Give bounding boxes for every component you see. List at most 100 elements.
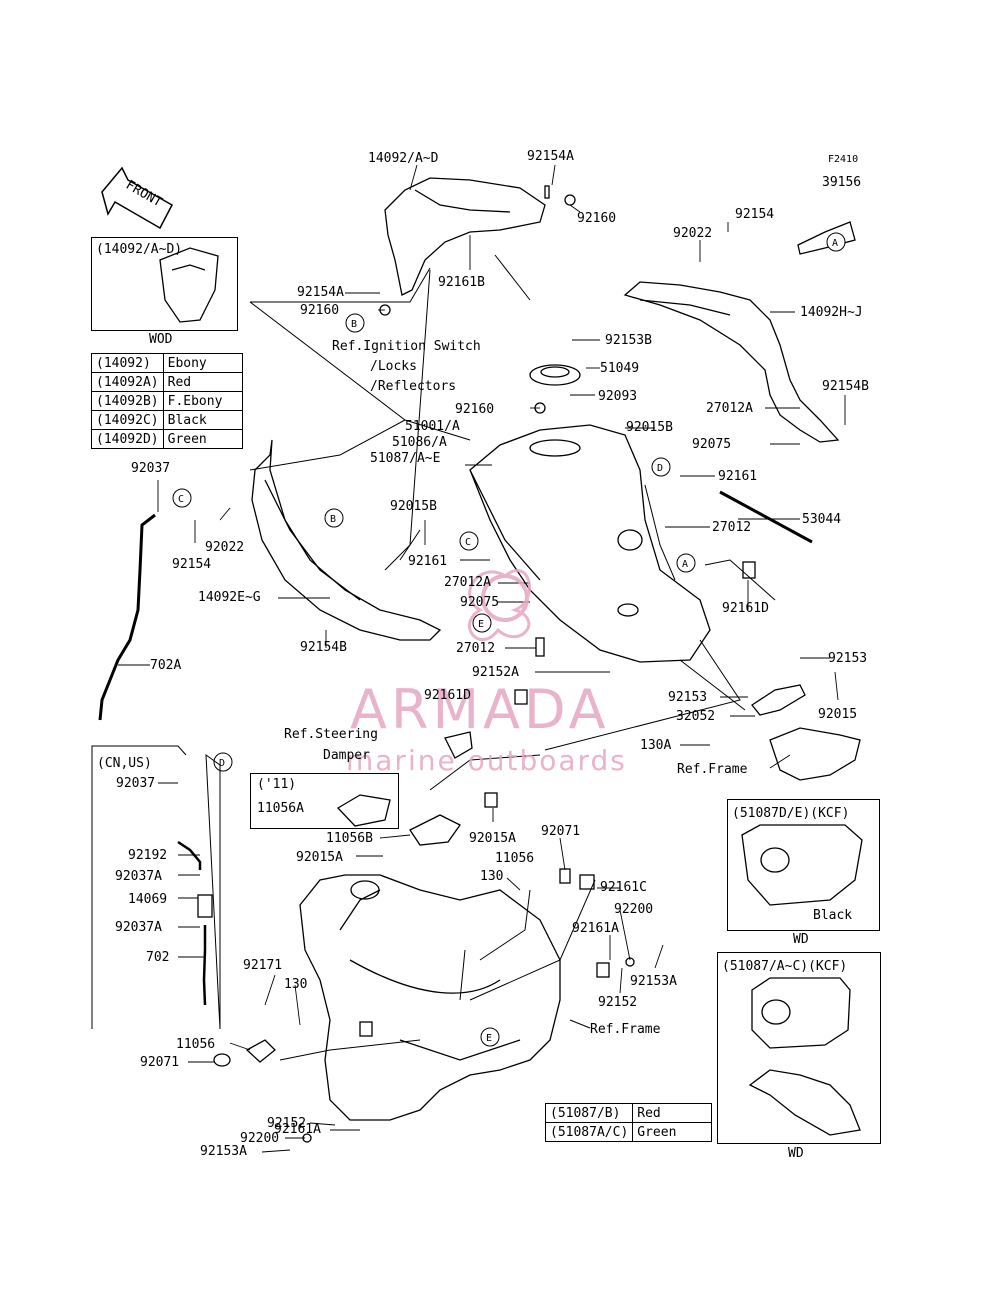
part-label: 92161 xyxy=(718,469,757,484)
part-label: 92154A xyxy=(297,285,344,300)
part-label: 53044 xyxy=(802,512,841,527)
part-label: 92015A xyxy=(296,850,343,865)
part-number-cell: (51087/B) xyxy=(544,1103,634,1123)
inset-cnus-title: (CN,US) xyxy=(97,756,152,771)
inset-kcf-black-caption: Black xyxy=(813,908,853,923)
color-cell: Green xyxy=(632,1122,713,1142)
part-label: 92022 xyxy=(673,226,712,241)
callout-c: C xyxy=(172,488,192,508)
part-label: 14092E~G xyxy=(198,590,261,605)
callout-c: C xyxy=(459,531,479,551)
part-label: 92153 xyxy=(668,690,707,705)
callout-d: D xyxy=(651,457,671,477)
part-label: 92152A xyxy=(472,665,519,680)
callout-d: D xyxy=(213,752,233,772)
part-label: 702A xyxy=(150,658,181,673)
inset-kcf-ac-title: (51087/A~C)(KCF) xyxy=(722,959,848,974)
part-label: 92075 xyxy=(460,595,499,610)
part-label: 11056 xyxy=(176,1037,215,1052)
svg-text:D: D xyxy=(657,463,663,474)
inset-kcf-ac: (51087/A~C)(KCF) xyxy=(717,952,881,1144)
inset-11-title: ('11) xyxy=(257,777,297,792)
part-label: 27012A xyxy=(706,401,753,416)
part-number-cell: (14092) xyxy=(91,353,164,373)
part-label: 92015A xyxy=(469,831,516,846)
svg-text:A: A xyxy=(832,238,838,249)
svg-text:E: E xyxy=(486,1033,492,1044)
color-row: (14092)Ebony xyxy=(91,353,243,373)
callout-b: B xyxy=(345,313,365,333)
part-label: 130A xyxy=(640,738,671,753)
svg-text:C: C xyxy=(178,494,184,505)
part-label: 92161A xyxy=(274,1122,321,1137)
part-label: 92154 xyxy=(735,207,774,222)
leader-lines xyxy=(118,164,846,1153)
callout-a: A xyxy=(826,232,846,252)
part-label: 51087/A~E xyxy=(370,451,440,466)
color-cell: Red xyxy=(162,372,243,392)
inset-kcf-black-title: (51087D/E)(KCF) xyxy=(732,806,850,821)
inset-kcf-ac-footer: WD xyxy=(788,1146,804,1161)
callout-e: E xyxy=(472,613,492,633)
upper-cover xyxy=(384,177,546,296)
part-label: 92161D xyxy=(722,601,769,616)
color-cell: Green xyxy=(162,429,243,449)
part-label: 92154A xyxy=(527,149,574,164)
part-label: 92075 xyxy=(692,437,731,452)
color-row: (14092D)Green xyxy=(91,429,243,449)
inset-11-part: 11056A xyxy=(257,801,304,816)
part-label: 32052 xyxy=(676,709,715,724)
part-label: 92037A xyxy=(115,920,162,935)
part-label: 92015 xyxy=(818,707,857,722)
color-row: (51087/B)Red xyxy=(544,1103,713,1123)
part-label: Ref.Frame xyxy=(590,1022,661,1037)
inset-kcf-black: (51087D/E)(KCF) Black xyxy=(727,799,880,931)
part-label: 92015B xyxy=(626,420,673,435)
part-label: 92160 xyxy=(455,402,494,417)
part-label: 92161B xyxy=(438,275,485,290)
part-label: Ref.Steering xyxy=(284,727,378,742)
part-label: 92161 xyxy=(408,554,447,569)
inset-11: ('11) 11056A xyxy=(250,773,399,829)
color-cell: Ebony xyxy=(162,353,243,373)
part-label: Ref.Ignition Switch xyxy=(332,339,481,354)
part-label: 11056B xyxy=(326,831,373,846)
watermark: ARMADA marine outboards xyxy=(346,569,627,777)
part-number-cell: (51087A/C) xyxy=(544,1122,634,1142)
part-label: 14069 xyxy=(128,892,167,907)
part-label: 51049 xyxy=(600,361,639,376)
part-label: 11056 xyxy=(495,851,534,866)
watermark-tagline: marine outboards xyxy=(346,744,627,777)
svg-text:C: C xyxy=(465,537,471,548)
part-label: 92161A xyxy=(572,921,619,936)
diagram-code: F2410 xyxy=(828,154,858,165)
part-label: 92153A xyxy=(630,974,677,989)
right-side-cover xyxy=(623,281,840,443)
part-label: 92153B xyxy=(605,333,652,348)
part-label: 92153 xyxy=(828,651,867,666)
part-label: 39156 xyxy=(822,175,861,190)
color-cell: F.Ebony xyxy=(162,391,243,411)
part-label: 92154B xyxy=(822,379,869,394)
svg-text:E: E xyxy=(478,619,484,630)
left-side-cover xyxy=(251,439,442,641)
part-label: 92037A xyxy=(115,869,162,884)
color-cell: Red xyxy=(632,1103,713,1123)
inset-wod-title: (14092/A~D) xyxy=(96,242,183,257)
part-label: 92152 xyxy=(598,995,637,1010)
part-number-cell: (14092A) xyxy=(91,372,164,392)
svg-text:B: B xyxy=(351,319,357,330)
part-label: 130 xyxy=(284,977,307,992)
inset-cnus: (CN,US) xyxy=(91,745,221,1030)
part-label: 92160 xyxy=(577,211,616,226)
part-label: 27012A xyxy=(444,575,491,590)
frame xyxy=(299,874,561,1121)
part-label: 92161D xyxy=(424,688,471,703)
front-arrow: FRONT xyxy=(101,166,173,230)
part-label: 92154B xyxy=(300,640,347,655)
color-row: (51087A/C)Green xyxy=(544,1122,713,1142)
part-label: 51086/A xyxy=(392,435,447,450)
callout-e: E xyxy=(480,1027,500,1047)
